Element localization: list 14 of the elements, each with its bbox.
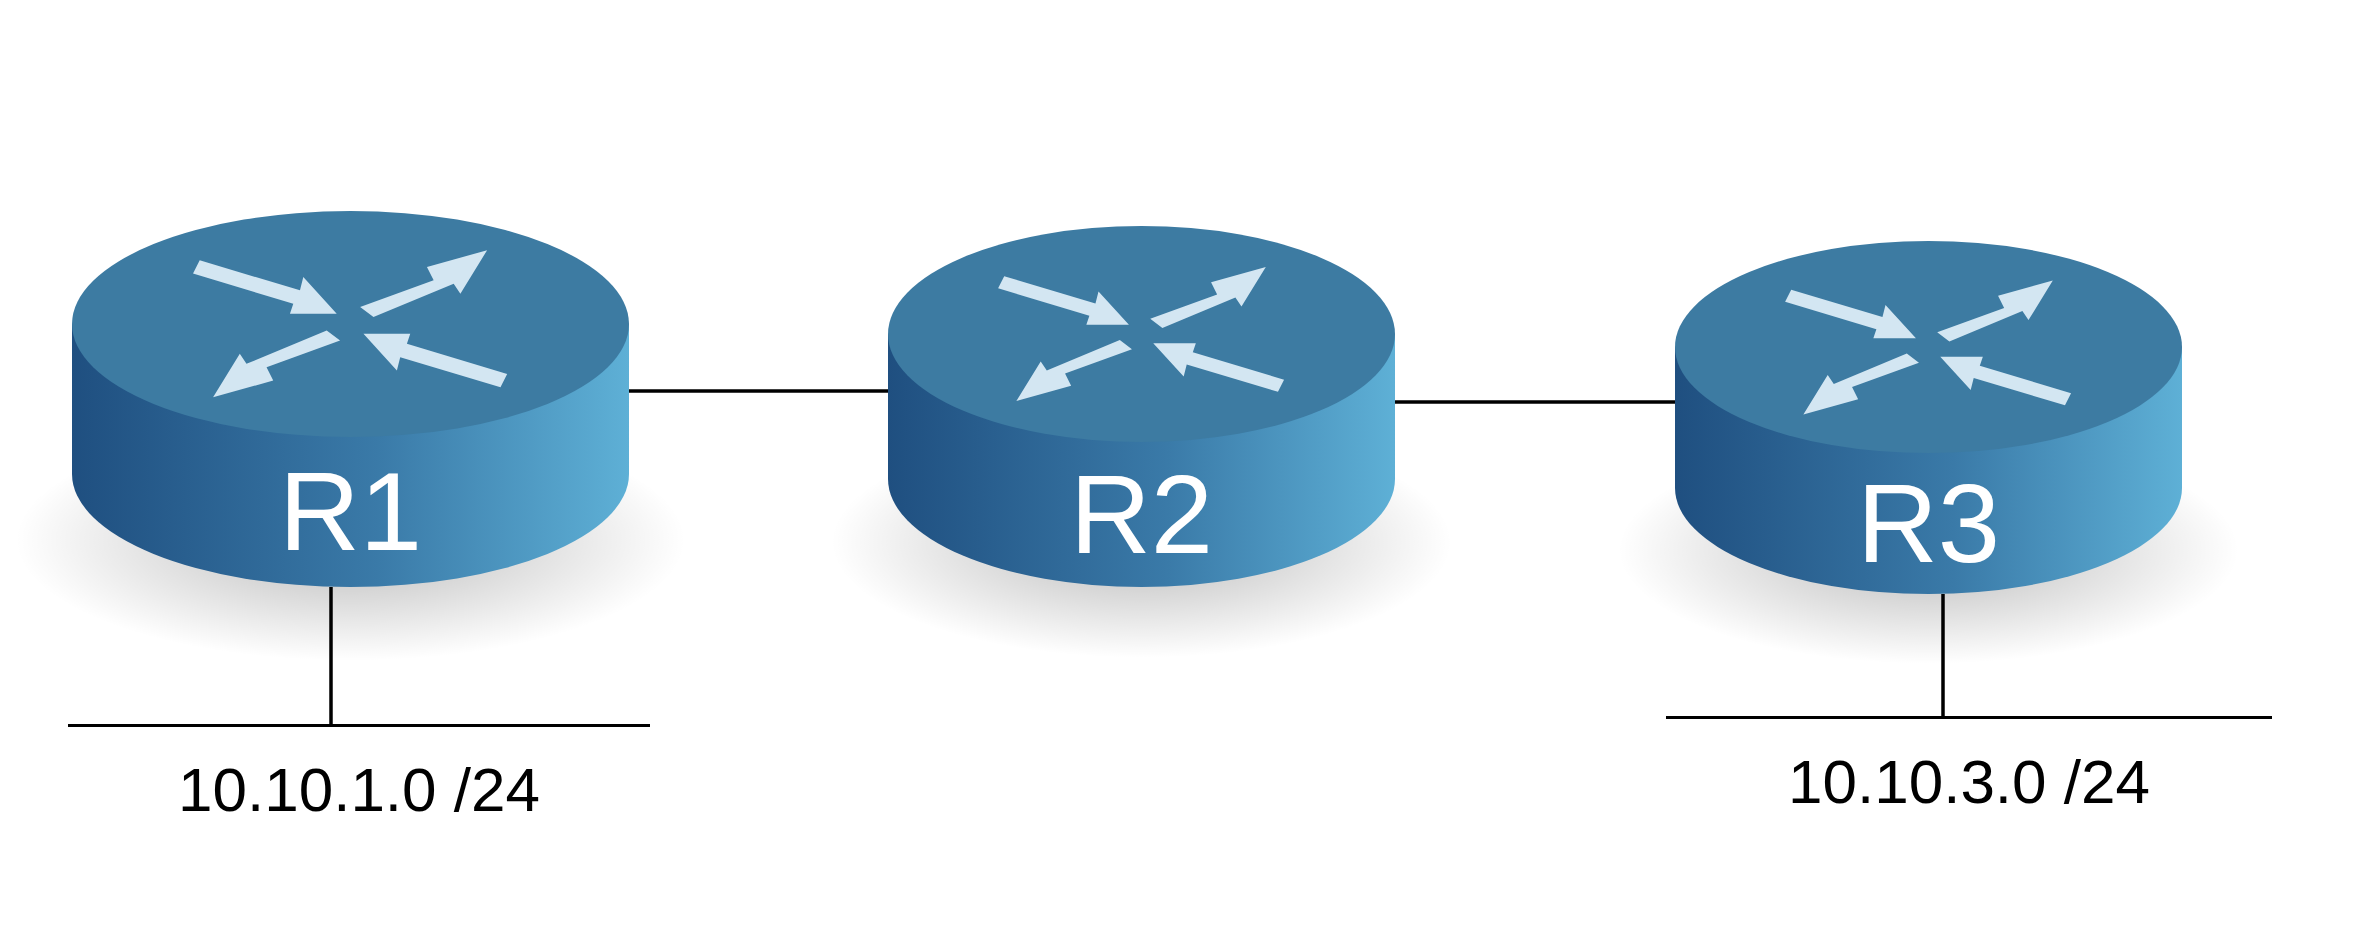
network-segment-line xyxy=(1666,716,2272,719)
subnet-label: 10.10.1.0 /24 xyxy=(177,754,541,825)
router-label: R2 xyxy=(1069,458,1214,571)
router-label: R3 xyxy=(1856,467,2001,580)
subnet-label: 10.10.3.0 /24 xyxy=(1787,746,2151,817)
link-line xyxy=(629,389,888,393)
link-line xyxy=(1941,594,1945,716)
link-line xyxy=(329,587,333,724)
link-line xyxy=(1395,400,1675,404)
network-segment-line xyxy=(68,724,650,727)
router-cylinder xyxy=(72,211,629,587)
router-label: R1 xyxy=(278,456,423,568)
router-cylinder xyxy=(1675,241,2182,594)
router-cylinder xyxy=(888,226,1395,587)
